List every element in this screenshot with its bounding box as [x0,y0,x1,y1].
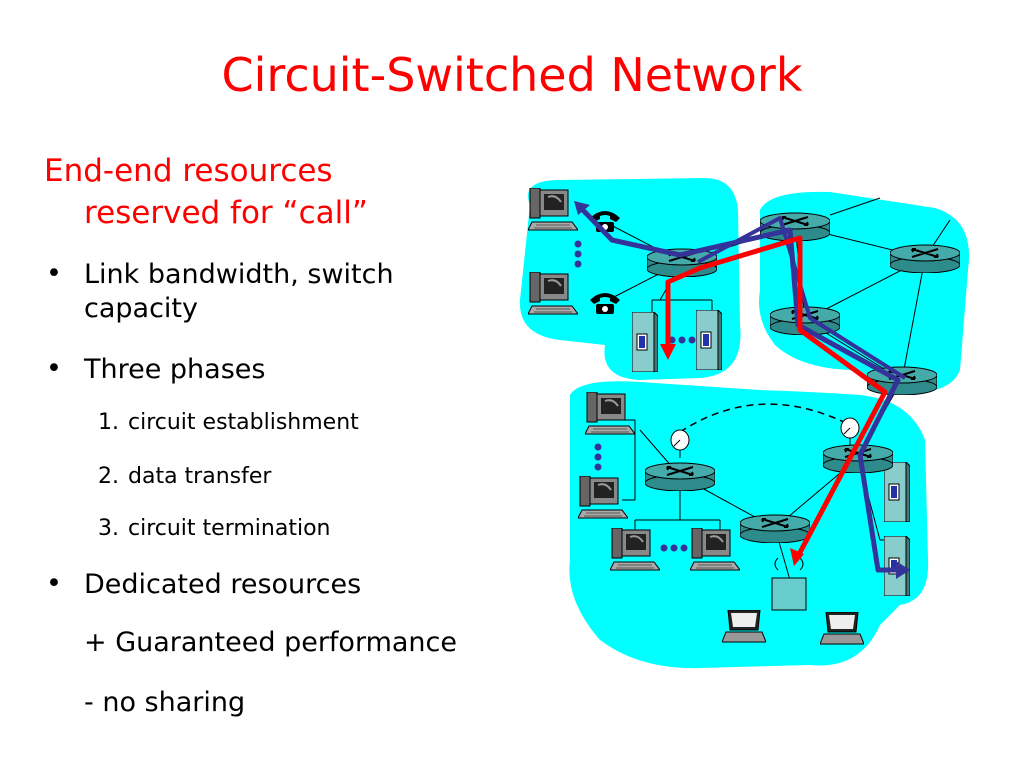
note-guaranteed-performance: + Guaranteed performance [84,627,457,658]
bullet-mark: • [46,353,62,384]
server-icon [632,312,658,372]
switch-icon [890,244,960,273]
server-icon [696,310,722,370]
circuit-arrow-blue [574,201,590,215]
phase-data-transfer: data transfer [128,464,272,489]
access-point-icon [771,577,807,611]
phase-number: 2. [98,464,119,489]
note-no-sharing: - no sharing [84,687,246,718]
switch-icon [823,444,893,473]
phase-circuit-termination: circuit termination [128,516,331,541]
bullet-link-bandwidth: Link bandwidth, switch capacity [84,258,394,326]
network-diagram [519,178,970,669]
bullet-mark: • [46,258,62,289]
bullet-mark: • [46,568,62,599]
cloud-top-right [759,191,970,393]
switch-icon [645,462,715,491]
bullet-dedicated-resources: Dedicated resources [84,569,362,600]
phase-number: 3. [98,516,119,541]
circuit-path-red [665,235,888,562]
lead-text: End-end resources reserved for “call” [44,150,484,234]
phase-number: 1. [98,410,119,435]
bullet-line: Link bandwidth, switch [84,259,394,290]
bullet-line: capacity [84,293,198,324]
lead-line-2: reserved for “call” [84,195,368,231]
server-icon [884,462,910,522]
wireless-link [679,403,851,433]
circuit-path-blue [697,216,907,380]
circuit-arrow-blue [896,561,910,579]
lead-line-1: End-end resources [44,153,333,189]
circuit-arrow-red [660,344,676,360]
slide-title: Circuit-Switched Network [221,48,803,102]
switch-icon [740,514,810,543]
phase-circuit-establishment: circuit establishment [128,410,359,435]
circuit-arrow-red [790,548,804,566]
bullet-three-phases: Three phases [84,354,266,385]
